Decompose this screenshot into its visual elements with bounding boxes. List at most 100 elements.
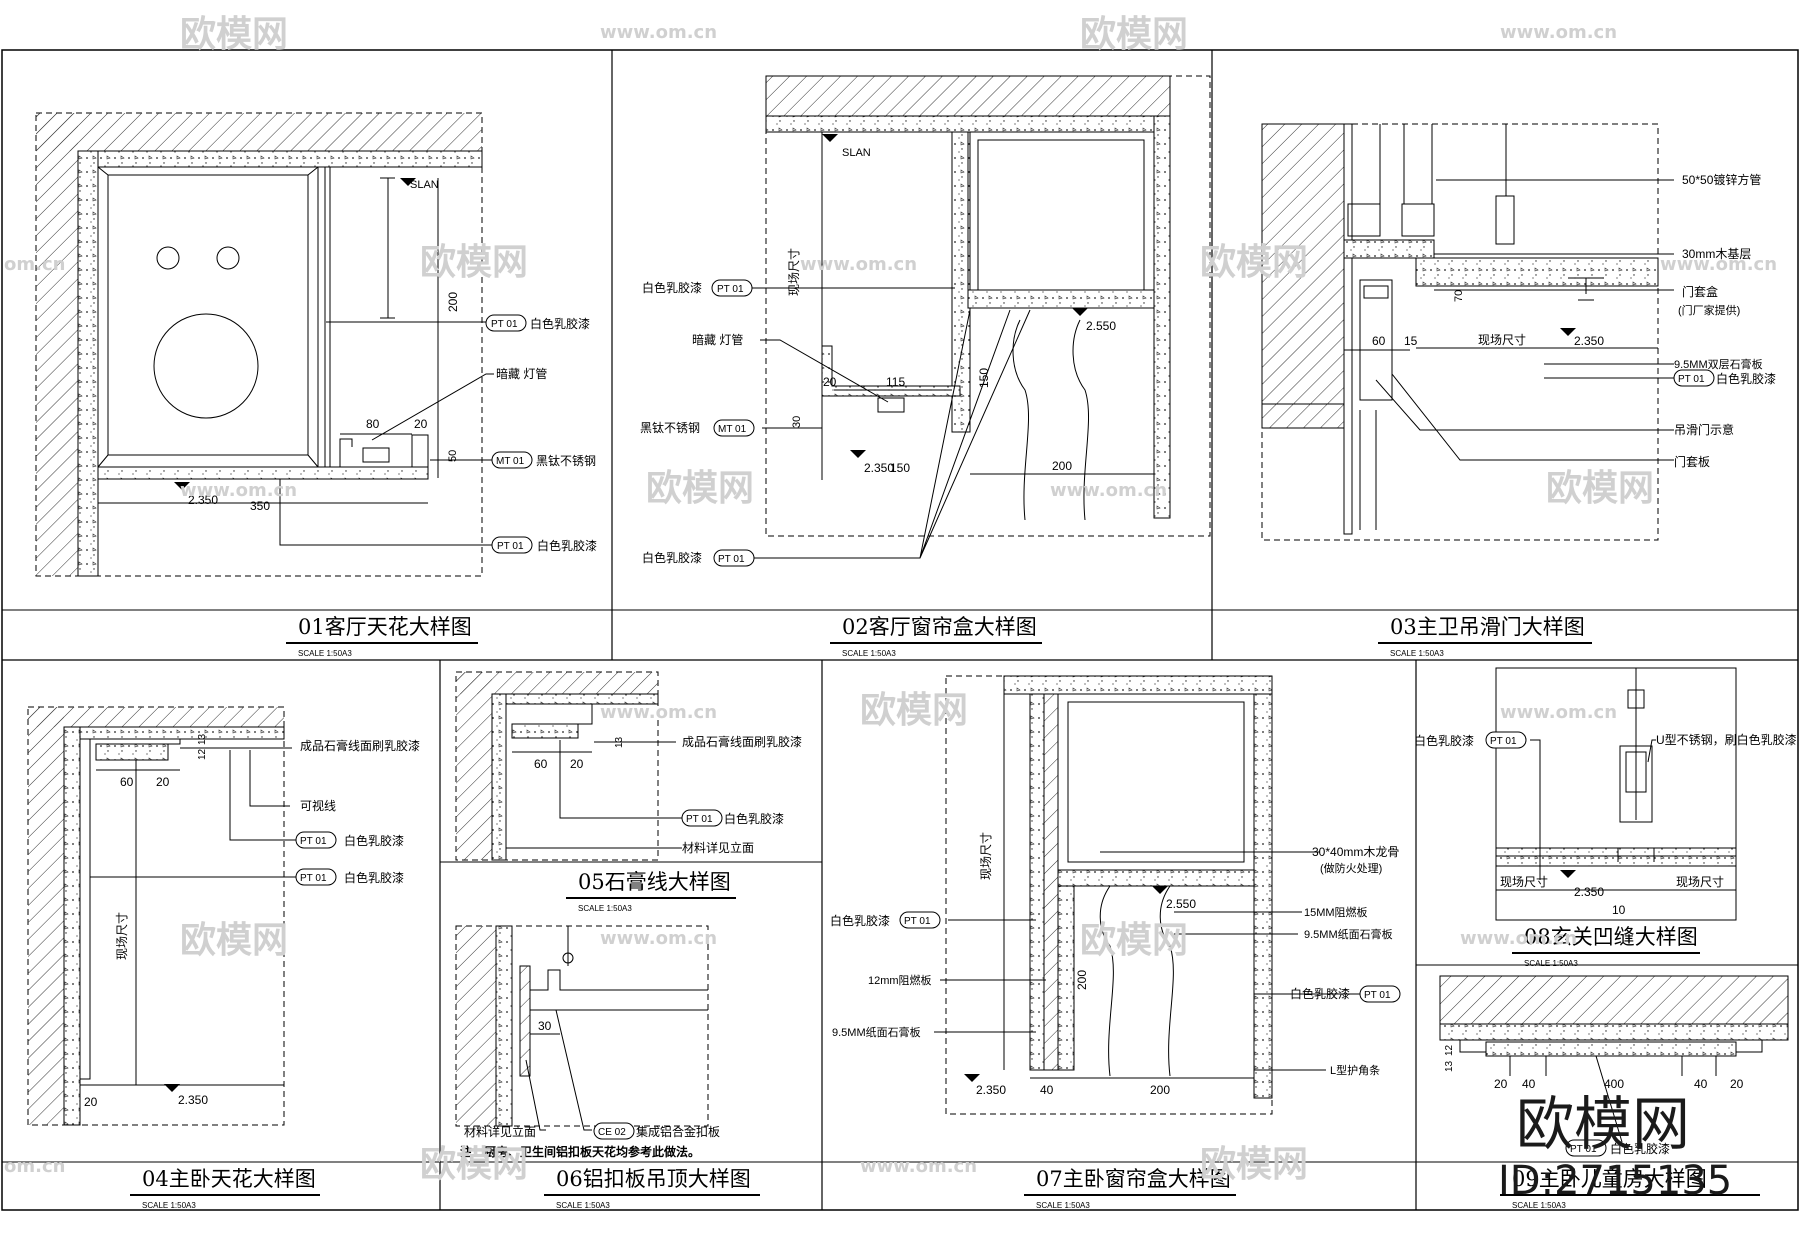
panel-scale: SCALE 1:50A3: [1390, 649, 1444, 658]
watermark-logo: 欧模网: [860, 690, 968, 731]
dim-12: 12: [1444, 1044, 1455, 1056]
pt01-tag: PT 01: [1490, 736, 1517, 747]
slan-label: SLAN: [410, 179, 439, 191]
site-size-label: 现场尺寸: [115, 912, 129, 960]
watermark-logo: 欧模网: [1200, 1144, 1308, 1185]
label-fire-board-15: 15MM阻燃板: [1304, 905, 1368, 919]
watermark-site: www.om.cn: [180, 480, 297, 501]
label-white-latex: 白色乳胶漆: [1610, 1141, 1670, 1156]
panel-title: 09主卧儿童房大样图: [1512, 1167, 1707, 1191]
pt01-tag: PT 01: [1364, 990, 1391, 1001]
pt01-tag: PT 01: [718, 554, 745, 565]
panel-scale: SCALE 1:50A3: [842, 649, 896, 658]
mt01-tag: MT 01: [496, 456, 525, 467]
label-material-see: 材料详见立面: [682, 840, 754, 855]
watermark-site: www.om.cn: [860, 1156, 977, 1177]
label-black-steel: 黑钛不锈钢: [640, 420, 700, 435]
level-2350: 2.350: [976, 1083, 1006, 1097]
ce02-tag: CE 02: [598, 1127, 626, 1138]
label-hidden-light: 暗藏 灯管: [692, 332, 743, 347]
dim-20: 20: [156, 775, 170, 789]
watermark-logo: 欧模网: [646, 468, 754, 509]
watermark-site: www.om.cn: [1660, 254, 1777, 275]
dim-20: 20: [823, 375, 837, 389]
panel-06: 30 材料详见立面 CE 02 集成铝合金扣板 注：厨房、卫生间铝扣板天花均参考…: [455, 925, 760, 1210]
panel-01: SLAN 200 80 20 50 350 2.350 PT 01 白色乳胶漆 …: [35, 112, 597, 658]
panel-scale: SCALE 1:50A3: [556, 1201, 610, 1210]
label-double-gypsum: 9.5MM双层石膏板: [1674, 357, 1763, 371]
dim-150: 150: [977, 368, 991, 388]
panel-title: 04主卧天花大样图: [142, 1167, 316, 1191]
site-size-label: 现场尺寸: [1500, 875, 1548, 889]
dim-20: 20: [414, 417, 428, 431]
note-06: 注：厨房、卫生间铝扣板天花均参考此做法。: [460, 1144, 700, 1159]
panel-title: 03主卫吊滑门大样图: [1390, 615, 1585, 639]
label-hidden-light: 暗藏 灯管: [496, 366, 547, 381]
dim-400: 400: [1604, 1077, 1624, 1091]
panel-09: 12 13 20 40 400 40 20 PT 01 白色乳胶漆 09主卧儿童…: [1439, 975, 1789, 1210]
label-galv-tube: 50*50镀锌方管: [1682, 172, 1761, 187]
level-2350: 2.350: [188, 493, 218, 507]
level-2550: 2.550: [1086, 319, 1116, 333]
label-gypsum-line-paint: 成品石膏线面刷乳胶漆: [300, 738, 420, 753]
site-size-label: 现场尺寸: [787, 248, 801, 296]
label-white-latex: 白色乳胶漆: [642, 280, 702, 295]
level-2350: 2.350: [1574, 334, 1604, 348]
watermark-site: www.om.cn: [1500, 22, 1617, 43]
label-wood-base: 30mm木基层: [1682, 247, 1751, 261]
sheet-border: [1, 49, 1799, 1211]
dim-115: 115: [886, 375, 905, 389]
level-2350: 2.350: [864, 461, 894, 475]
level-2350: 2.350: [1574, 885, 1604, 899]
dim-15: 15: [1404, 334, 1418, 348]
label-gypsum-95: 9.5MM纸面石膏板: [1304, 927, 1393, 941]
dim-20: 20: [1730, 1077, 1744, 1091]
panel-scale: SCALE 1:50A3: [1524, 959, 1578, 968]
pt01-tag: PT 01: [904, 916, 931, 927]
label-white-latex: 白色乳胶漆: [344, 870, 404, 885]
panel-title: 01客厅天花大样图: [298, 615, 472, 639]
pt01-tag: PT 01: [300, 836, 327, 847]
dim-40: 40: [1694, 1077, 1708, 1091]
label-material-see: 材料详见立面: [464, 1124, 536, 1139]
watermark-big-logo: 欧模网: [1516, 1090, 1690, 1158]
watermark-site: www.om.cn: [600, 702, 717, 723]
dim-200: 200: [446, 292, 460, 312]
panel-title: 07主卧窗帘盒大样图: [1036, 1167, 1231, 1191]
pt01-tag: PT 01: [717, 284, 744, 295]
dim-80: 80: [366, 417, 380, 431]
slan-label: SLAN: [842, 147, 871, 159]
dim-200: 200: [1052, 459, 1072, 473]
site-size-label: 现场尺寸: [1676, 875, 1724, 889]
label-gypsum-95b: 9.5MM纸面石膏板: [832, 1025, 921, 1039]
dim-12: 12: [197, 748, 208, 760]
dim-60: 60: [120, 775, 134, 789]
pt01-tag: PT 01: [497, 541, 524, 552]
watermark-site-short: om.cn: [4, 1156, 65, 1177]
dim-20: 20: [570, 757, 584, 771]
label-white-latex: 白色乳胶漆: [530, 316, 590, 331]
watermark-site: www.om.cn: [800, 254, 917, 275]
dim-200: 200: [1075, 970, 1089, 990]
panel-title: 08玄关凹缝大样图: [1524, 925, 1698, 949]
watermark-site: www.om.cn: [1460, 928, 1577, 949]
label-white-latex: 白色乳胶漆: [537, 538, 597, 553]
level-2550: 2.550: [1166, 897, 1196, 911]
watermark-logo: 欧模网: [180, 14, 288, 55]
watermark-logo: 欧模网: [1200, 242, 1308, 283]
watermark-id: ID:2715135: [1498, 1158, 1732, 1204]
dim-30: 30: [538, 1019, 552, 1033]
dim-200: 200: [1150, 1083, 1170, 1097]
site-size-label: 现场尺寸: [979, 832, 993, 880]
mt01-tag: MT 01: [718, 424, 747, 435]
label-wood-keel: 30*40mm木龙骨: [1312, 845, 1399, 859]
label-white-latex: 白色乳胶漆: [642, 550, 702, 565]
dim-13: 13: [1444, 1060, 1455, 1072]
panel-scale: SCALE 1:50A3: [1036, 1201, 1090, 1210]
panel-title: 05石膏线大样图: [578, 870, 731, 894]
dim-40: 40: [1040, 1083, 1054, 1097]
panel-scale: SCALE 1:50A3: [578, 904, 632, 913]
label-white-latex: 白色乳胶漆: [344, 833, 404, 848]
dim-30: 30: [791, 416, 803, 428]
watermark-logo: 欧模网: [420, 1144, 528, 1185]
